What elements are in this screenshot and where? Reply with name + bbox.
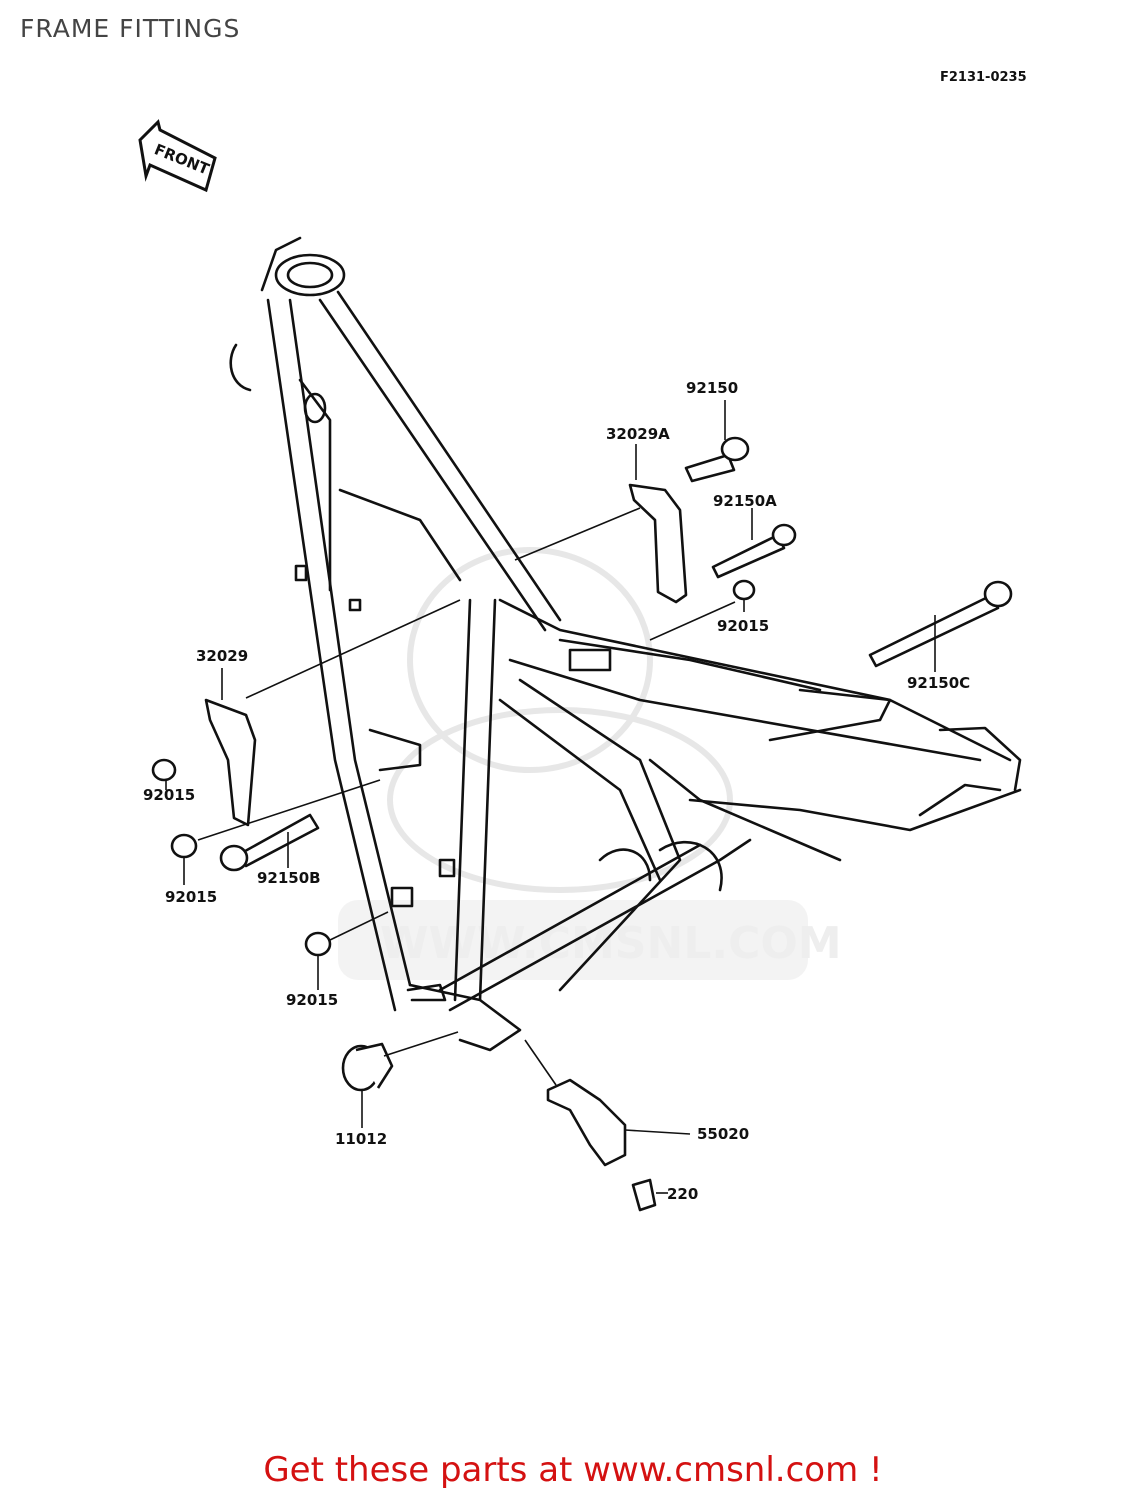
part-label-32029A[interactable]: 32029A: [606, 425, 670, 443]
diagram-code: F2131-0235: [940, 70, 1027, 85]
part-label-220[interactable]: 220: [667, 1185, 699, 1203]
cover-55020: [546, 1078, 627, 1167]
leader-lines: [165, 400, 936, 1194]
bolt-92150B: [219, 813, 320, 872]
part-label-55020[interactable]: 55020: [697, 1125, 750, 1143]
bolt-92150: [684, 436, 750, 483]
footer-cta-link[interactable]: Get these parts at www.cmsnl.com !: [263, 1450, 883, 1490]
part-label-92150B[interactable]: 92150B: [257, 869, 321, 887]
watermark-text: WWW.CMSNL.COM: [380, 918, 842, 969]
part-label-92015-left-mid[interactable]: 92015: [165, 888, 218, 906]
front-arrow-icon: FRONT: [138, 119, 217, 193]
bolt-92150A: [711, 523, 797, 579]
part-label-92150[interactable]: 92150: [686, 379, 739, 397]
nut-92015-left-top: [151, 758, 177, 782]
bracket-32029: [204, 698, 257, 827]
part-label-11012[interactable]: 11012: [335, 1130, 388, 1148]
bolt-92150C: [868, 580, 1013, 668]
screw-220: [631, 1178, 657, 1212]
nut-92015-left-mid: [170, 833, 198, 859]
motorcycle-frame: [229, 236, 1022, 1052]
part-label-92015-lower[interactable]: 92015: [286, 991, 339, 1009]
nut-92015-lower: [304, 931, 332, 957]
part-label-32029[interactable]: 32029: [196, 647, 249, 665]
bracket-32029A: [628, 483, 688, 604]
part-label-92015-left-top[interactable]: 92015: [143, 786, 196, 804]
cap-11012: [341, 1042, 394, 1092]
nut-92015-upper: [732, 579, 756, 601]
part-label-92015-upper[interactable]: 92015: [717, 617, 770, 635]
fittings: [151, 436, 1013, 1212]
part-label-92150A[interactable]: 92150A: [713, 492, 777, 510]
page-title: FRAME FITTINGS: [20, 14, 241, 43]
part-label-92150C[interactable]: 92150C: [907, 674, 971, 692]
